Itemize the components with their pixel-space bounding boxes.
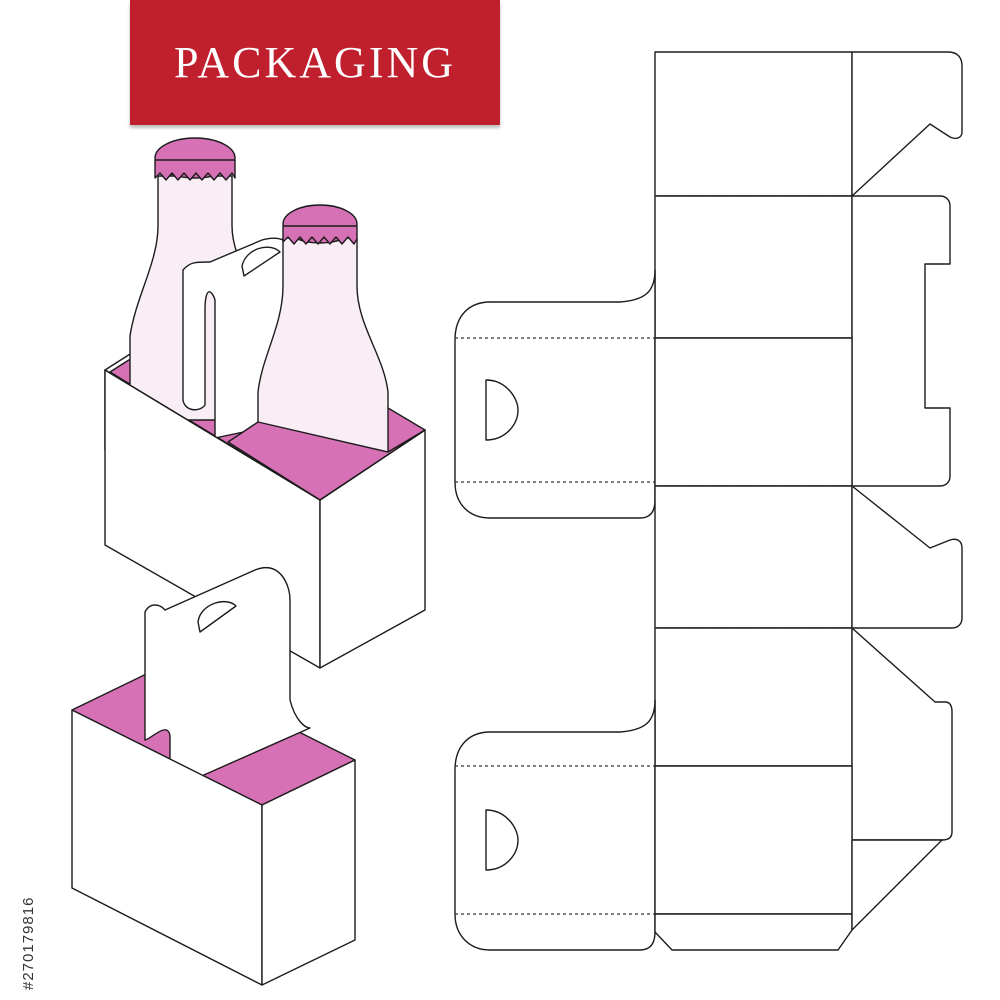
dieline-fold-lines (455, 52, 853, 915)
dieline-panel-3 (654, 337, 853, 487)
dieline-bottom-flap (654, 913, 853, 951)
dieline-left-flap-1 (454, 269, 656, 519)
dieline-panel-2 (654, 195, 853, 339)
front-bottle (257, 204, 389, 481)
dieline-handle-1 (485, 379, 519, 441)
title-banner: PACKAGING (130, 0, 500, 125)
empty-carrier-divider (144, 567, 311, 791)
title-text: PACKAGING (173, 38, 457, 87)
dieline-right-flap-2 (851, 485, 963, 629)
empty-carrier-right-face (261, 759, 356, 986)
dieline-panel-5 (654, 627, 853, 767)
stock-id-label: #270179816 (20, 896, 37, 990)
dieline-panel-6 (654, 765, 853, 915)
divider-handle-hole (241, 246, 281, 277)
front-bottle-cap-rim (282, 225, 358, 245)
empty-carrier-handle-hole (197, 601, 237, 633)
dieline-left-flap-2 (454, 699, 656, 951)
dieline-right-flap-3 (851, 627, 953, 841)
dieline-handle-2 (485, 809, 519, 871)
dieline-right-tab-1 (851, 195, 951, 487)
empty-carrier (71, 567, 356, 986)
dieline-panel-4 (654, 485, 853, 629)
dieline (454, 51, 963, 951)
dieline-top-panel (654, 51, 853, 197)
dieline-bottom-right-flap (851, 839, 943, 931)
dieline-top-right-flap (851, 51, 963, 197)
back-bottle-cap-rim (154, 159, 236, 181)
